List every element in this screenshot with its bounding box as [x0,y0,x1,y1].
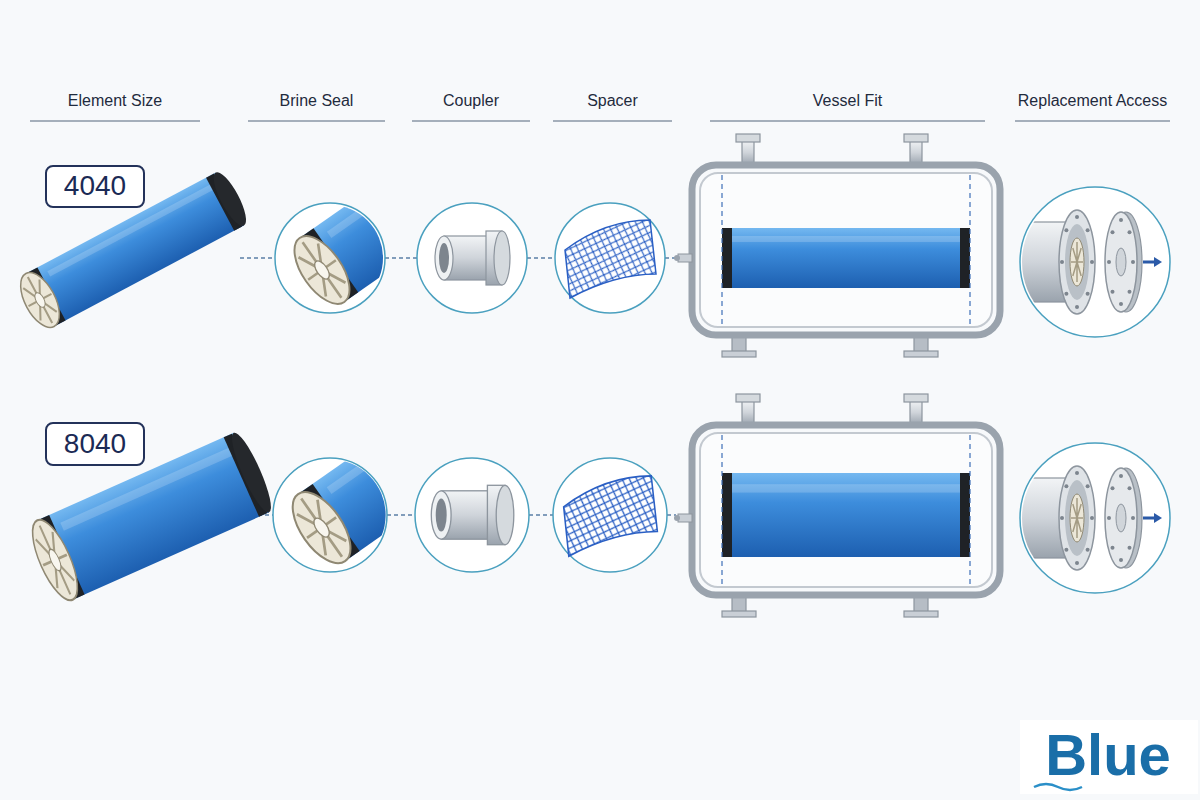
row-8040 [721,435,722,585]
leader-lines [529,514,553,515]
leader-lines [385,257,417,258]
row-4040 [555,203,665,313]
size-code: 8040 [64,429,126,460]
label-text: Element Size [68,92,162,109]
row-8040 [24,319,1175,617]
row-4040 [721,175,722,325]
row-4040 [13,71,1175,357]
column-header: Vessel Fit [748,90,948,112]
column-header: Brine Seal [217,90,417,112]
row-4040 [270,71,583,318]
leader-lines [387,514,415,515]
header-rules [553,120,672,122]
header-rules [710,120,985,122]
brand-logo: Blue [1023,726,1193,784]
row-4040 [1015,182,1175,342]
label-text: Coupler [443,92,499,109]
column-header: Element Size [15,90,215,112]
row-4040 [417,203,527,313]
header-rules [412,120,530,122]
header-rules [30,120,200,122]
row-8040 [1015,438,1175,598]
row-8040 [431,485,514,544]
logo-plate [1020,720,1198,794]
row-4040 [435,231,510,285]
label-text: Vessel Fit [813,92,882,109]
row-4040 [969,175,970,325]
row-8040 [267,319,596,578]
logo-plate [1020,720,1198,794]
row-8040 [415,458,529,572]
row-4040 [565,220,656,298]
column-header: Replacement Access [993,90,1193,112]
label-text: Replacement Access [1018,92,1167,109]
label-text: Spacer [587,92,638,109]
size-badge: 4040 [45,165,145,208]
row-8040 [564,476,658,556]
row-8040 [674,394,1000,617]
header-rules [248,120,385,122]
label-text: Brine Seal [280,92,354,109]
header-rules [1015,120,1170,122]
leader-lines [240,257,275,258]
row-8040 [722,473,970,557]
leader-lines [667,514,676,515]
column-header: Spacer [513,90,713,112]
column-header: Coupler [371,90,571,112]
row-8040 [722,435,970,585]
row-8040 [969,435,970,585]
header-rules [30,120,1170,122]
size-badge: 8040 [45,422,145,466]
size-code: 4040 [64,171,126,202]
row-4040 [674,134,1000,357]
label-text: Blue [1045,722,1171,787]
row-4040 [722,228,970,288]
leader-lines [527,257,555,258]
row-8040 [553,458,667,572]
row-4040 [722,175,970,325]
